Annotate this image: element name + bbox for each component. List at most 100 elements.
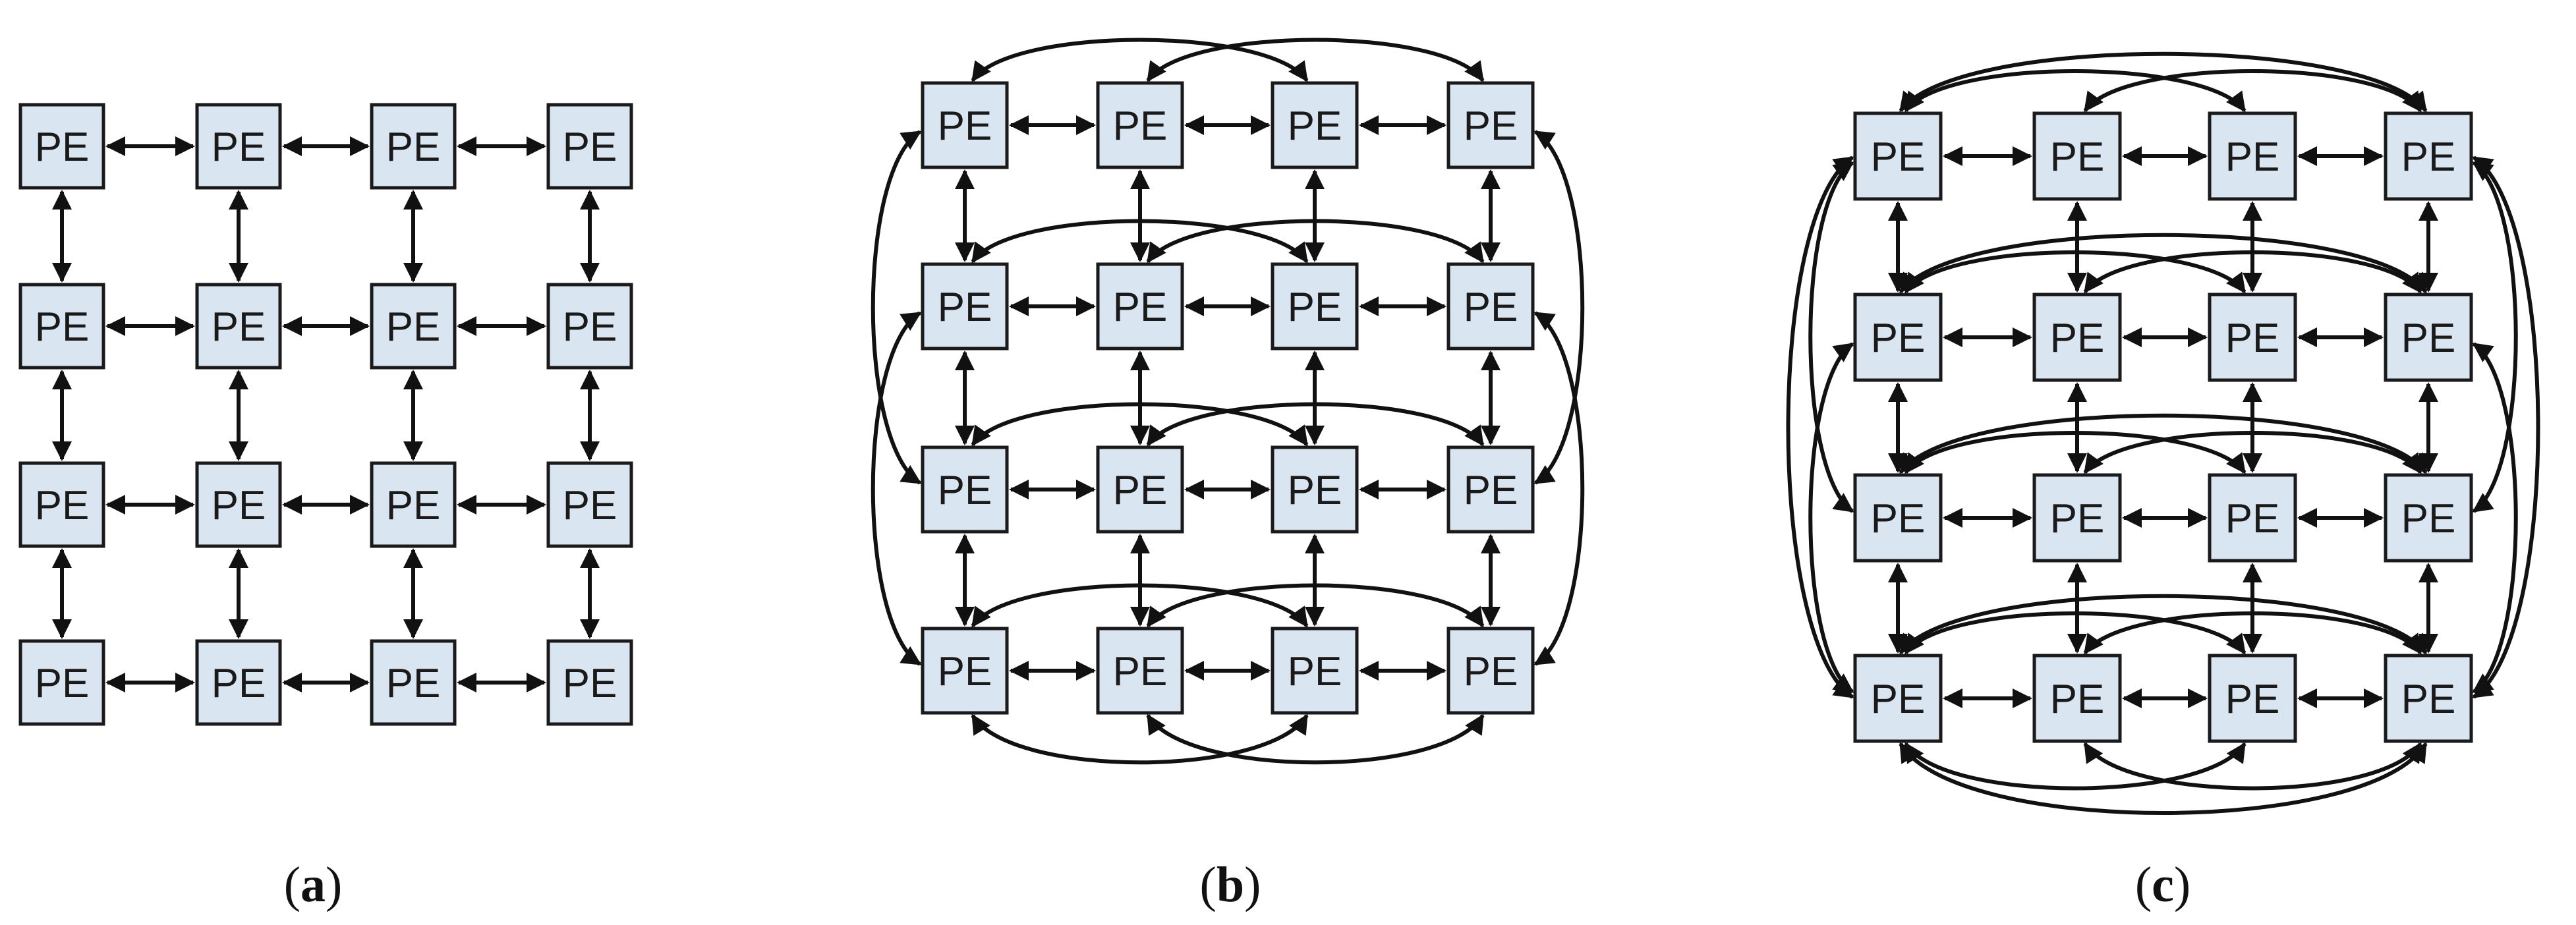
pe-node: PE [1096, 627, 1184, 715]
pe-box [195, 461, 282, 548]
pe-node: PE [195, 283, 282, 370]
pe-label: PE [35, 304, 90, 350]
pe-box [195, 639, 282, 726]
pe-node: PE [1096, 262, 1184, 350]
pe-label: PE [2401, 316, 2456, 361]
pe-box [2208, 111, 2297, 201]
pe-node: PE [1853, 473, 1943, 563]
pe-node: PE [18, 639, 105, 726]
pe-box [546, 103, 633, 190]
pe-label: PE [1113, 468, 1168, 513]
pe-node: PE [370, 103, 457, 190]
pe-label: PE [386, 661, 441, 706]
pe-box [921, 262, 1009, 350]
wrap-arc-row [1146, 219, 1485, 264]
pe-label: PE [1464, 468, 1518, 513]
pe-node: PE [1853, 293, 1943, 382]
pe-node: PE [195, 461, 282, 548]
pe-node: PE [1271, 81, 1359, 169]
wrap-arc-right [1533, 311, 1585, 666]
express-arc-bottom [1904, 742, 2247, 791]
pe-node: PE [18, 461, 105, 548]
pe-node: PE [2208, 473, 2297, 563]
pe-label: PE [2050, 496, 2105, 542]
pe-box [370, 639, 457, 726]
pe-label: PE [2225, 316, 2280, 361]
pe-label: PE [2401, 677, 2456, 722]
wrap-arc-bottom [1146, 714, 1485, 765]
pe-node: PE [18, 283, 105, 370]
pe-label: PE [35, 483, 90, 528]
pe-node: PE [2032, 293, 2122, 382]
pe-box [1853, 473, 1943, 563]
pe-box [2384, 111, 2473, 201]
express-arc-right-long [2472, 155, 2540, 699]
pe-box [546, 283, 633, 370]
pe-label: PE [1871, 496, 1926, 542]
pe-node: PE [2032, 111, 2122, 201]
pe-label: PE [212, 304, 266, 350]
pe-box [1446, 81, 1535, 169]
pe-box [2208, 654, 2297, 743]
pe-label: PE [1288, 103, 1342, 149]
pe-box [1853, 111, 1943, 201]
pe-box [1271, 627, 1359, 715]
pe-label: PE [1464, 285, 1518, 330]
pe-label: PE [563, 483, 617, 528]
pe-label: PE [2050, 316, 2105, 361]
pe-box [18, 283, 105, 370]
pe-node: PE [1096, 445, 1184, 534]
pe-node: PE [921, 627, 1009, 715]
pe-node: PE [1446, 445, 1535, 534]
pe-box [1853, 654, 1943, 743]
pe-node: PE [1271, 445, 1359, 534]
pe-node: PE [2384, 473, 2473, 563]
caption-c: (c) [2135, 857, 2190, 912]
pe-label: PE [563, 661, 617, 706]
pe-node: PE [2384, 654, 2473, 743]
pe-node: PE [2208, 111, 2297, 201]
pe-node: PE [921, 445, 1009, 534]
pe-box [1096, 262, 1184, 350]
pe-label: PE [212, 125, 266, 170]
pe-node: PE [546, 639, 633, 726]
pe-node: PE [195, 639, 282, 726]
pe-node: PE [18, 103, 105, 190]
pe-label: PE [212, 661, 266, 706]
express-arc-row-long [1899, 51, 2428, 113]
pe-label: PE [938, 285, 992, 330]
pe-label: PE [2401, 496, 2456, 542]
wrap-arc-row [1146, 38, 1485, 82]
pe-node: PE [2032, 654, 2122, 743]
pe-label: PE [1288, 285, 1342, 330]
pe-box [921, 81, 1009, 169]
pe-label: PE [35, 125, 90, 170]
pe-node: PE [546, 283, 633, 370]
pe-label: PE [1464, 649, 1518, 694]
pe-node: PE [2208, 293, 2297, 382]
pe-node: PE [546, 103, 633, 190]
pe-label: PE [2225, 134, 2280, 180]
pe-node: PE [921, 262, 1009, 350]
pe-label: PE [2050, 134, 2105, 180]
pe-node: PE [1853, 111, 1943, 201]
pe-label: PE [35, 661, 90, 706]
pe-box [2384, 473, 2473, 563]
wrap-arc-left [871, 311, 922, 666]
pe-label: PE [386, 304, 441, 350]
pe-node: PE [1853, 654, 1943, 743]
pe-box [2032, 654, 2122, 743]
pe-box [18, 461, 105, 548]
pe-box [1271, 81, 1359, 169]
pe-box [1853, 293, 1943, 382]
pe-label: PE [938, 468, 992, 513]
pe-node: PE [546, 461, 633, 548]
pe-label: PE [2225, 496, 2280, 542]
pe-box [921, 627, 1009, 715]
express-arc-row-long [1899, 233, 2428, 294]
pe-box [2208, 473, 2297, 563]
express-arc-bottom [2083, 742, 2422, 791]
pe-node: PE [1446, 81, 1535, 169]
pe-label: PE [2401, 134, 2456, 180]
pe-box [18, 639, 105, 726]
